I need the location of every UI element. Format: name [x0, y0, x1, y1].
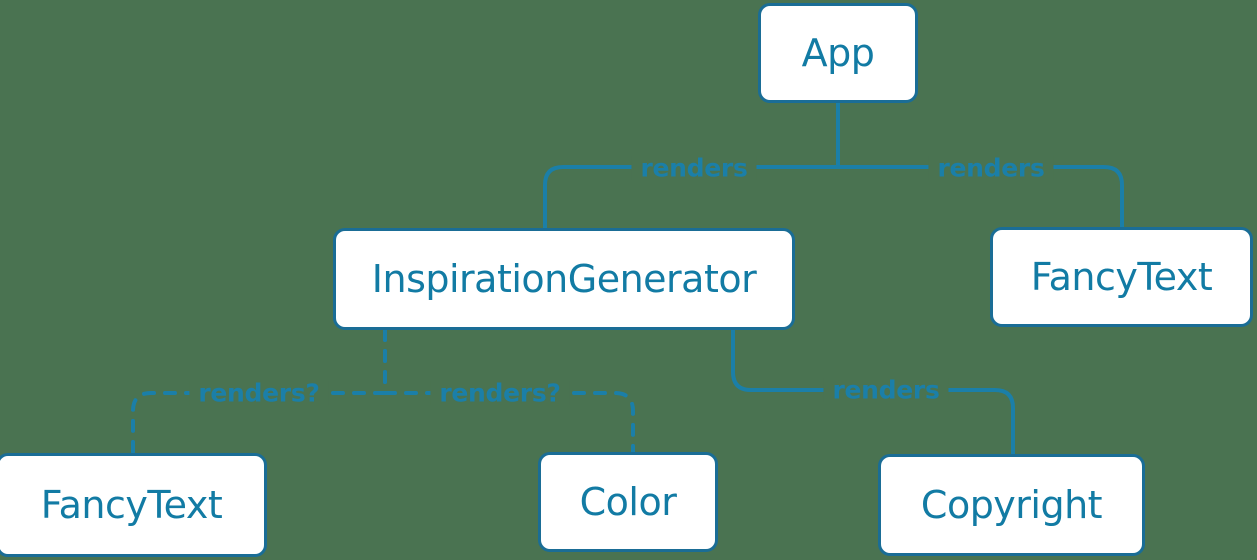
edge-inspiration-color: [383, 328, 635, 454]
edge-label-app-fancytext: renders: [928, 155, 1054, 181]
node-fancytext-right[interactable]: FancyText: [990, 227, 1253, 327]
node-inspiration-generator-label: InspirationGenerator: [371, 257, 757, 301]
node-inspiration-generator[interactable]: InspirationGenerator: [333, 228, 795, 330]
edge-label-inspiration-fancytext: renders?: [189, 380, 329, 406]
edge-inspiration-fancytext: [131, 328, 387, 455]
node-app[interactable]: App: [758, 3, 918, 103]
node-color[interactable]: Color: [538, 452, 718, 552]
edge-label-inspiration-color: renders?: [430, 380, 570, 406]
edge-app-fancytext: [836, 101, 1124, 229]
node-app-label: App: [801, 31, 875, 75]
edge-app-inspiration: [543, 101, 840, 230]
node-copyright-label: Copyright: [920, 483, 1103, 527]
node-fancytext-right-label: FancyText: [1030, 255, 1213, 299]
node-color-label: Color: [579, 480, 677, 524]
node-fancytext-bottom-label: FancyText: [40, 483, 223, 527]
node-fancytext-bottom[interactable]: FancyText: [0, 453, 267, 557]
edge-label-app-inspiration: renders: [631, 155, 757, 181]
node-copyright[interactable]: Copyright: [878, 454, 1145, 556]
edge-label-inspiration-copyright: renders: [823, 377, 949, 403]
